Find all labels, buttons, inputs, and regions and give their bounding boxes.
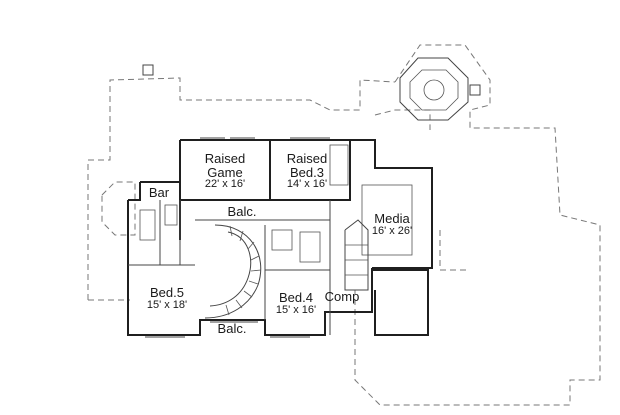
room-raised-bed3: Raised Bed.3 14' x 16' (278, 152, 336, 191)
straight-stair (344, 219, 369, 291)
room-media: Media 16' x 26' (362, 212, 422, 237)
bed4-dims: 15' x 16' (275, 303, 317, 316)
room-bed4: Bed.4 15' x 16' (266, 291, 326, 316)
comp-name: Comp (324, 289, 360, 304)
raised-bed3-dims: 14' x 16' (286, 178, 328, 191)
exterior-walls (127, 139, 433, 336)
room-balc-lower: Balc. (210, 322, 254, 336)
bed5-dims: 15' x 18' (146, 298, 188, 311)
balc-lower-name: Balc. (217, 321, 247, 336)
windows (145, 137, 330, 338)
interior-walls (128, 144, 413, 335)
room-raised-game: Raised Game 22' x 16' (196, 152, 254, 191)
raised-bed3-name: Raised Bed.3 (286, 151, 328, 180)
room-balc-upper: Balc. (220, 205, 264, 219)
gazebo (142, 57, 481, 121)
media-dims: 16' x 26' (371, 224, 413, 237)
bar-name: Bar (148, 185, 170, 200)
balc-upper-name: Balc. (227, 204, 257, 219)
raised-game-name: Raised Game (204, 151, 246, 180)
bay-outline (101, 181, 136, 236)
room-comp: Comp (320, 290, 364, 304)
raised-game-dims: 22' x 16' (204, 178, 246, 191)
media-name: Media (374, 211, 410, 226)
bed4-name: Bed.4 (279, 290, 313, 305)
curved-staircase (204, 224, 262, 319)
room-bar: Bar (143, 186, 175, 200)
bed5-name: Bed.5 (150, 285, 184, 300)
room-bed5: Bed.5 15' x 18' (137, 286, 197, 311)
